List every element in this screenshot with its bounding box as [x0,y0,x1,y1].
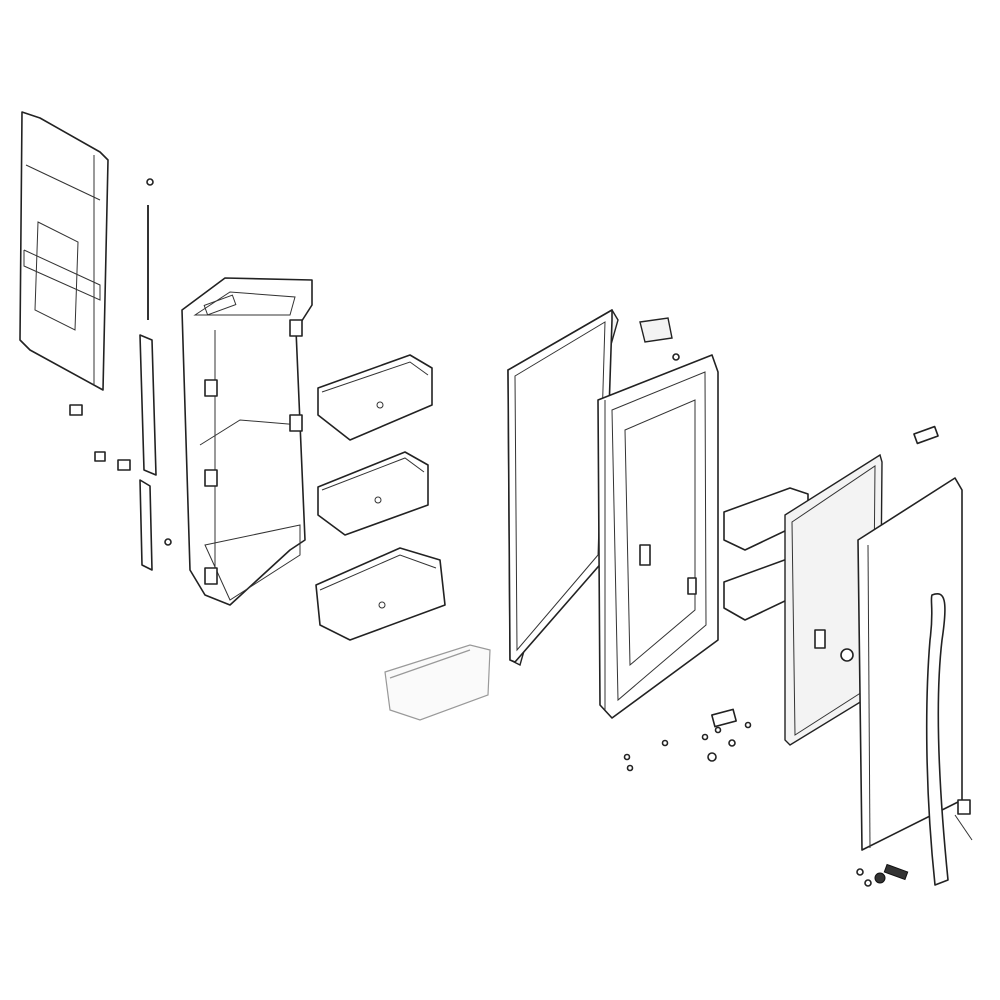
door-bin-icon [317,354,433,441]
gasket-icon [784,453,883,746]
handle-icon [925,593,949,886]
screw-icon [623,353,872,887]
door-liner-icon [181,277,313,606]
upper-panel-icon [19,111,109,391]
door-frame-icon [597,317,719,719]
door-bin-icon [315,547,446,641]
clip-icon [69,404,131,471]
hinge-icon [711,708,973,884]
door-bin-faint-icon [384,644,491,721]
vertical-rod-icon [139,178,172,571]
door-bin-icon [317,451,429,536]
